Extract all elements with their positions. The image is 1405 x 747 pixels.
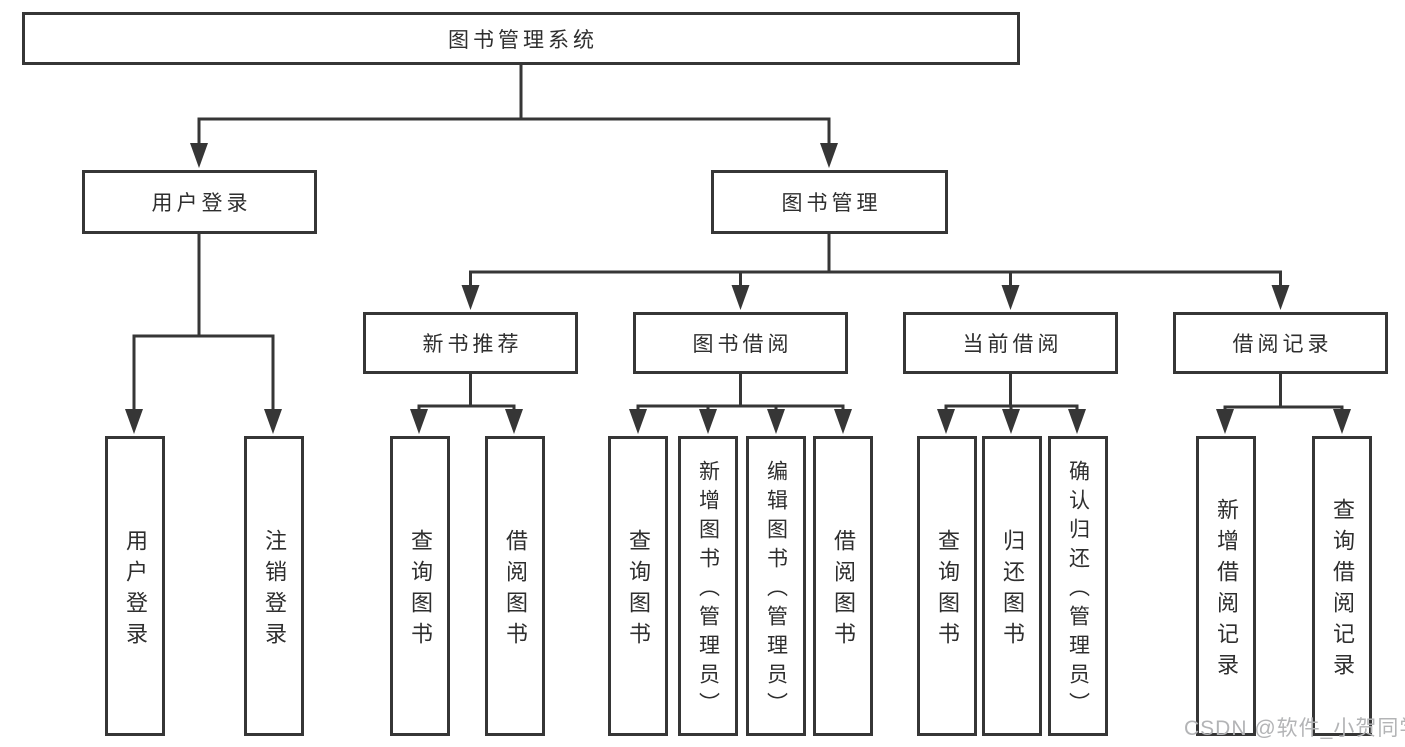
leaf-query-book-3-label: 查询图书 (935, 528, 960, 653)
leaf-confirm-return: 确认归还（管理员） (1048, 436, 1108, 736)
leaf-add-borrow-record: 新增借阅记录 (1196, 436, 1256, 736)
leaf-borrow-book-1: 借阅图书 (485, 436, 545, 736)
leaf-confirm-return-label: 确认归还（管理员） (1066, 459, 1090, 721)
arrow-down-icon (461, 285, 480, 310)
leaf-query-borrow-record-label: 查询借阅记录 (1330, 497, 1355, 684)
arrow-down-icon (1068, 409, 1086, 434)
leaf-edit-book-label: 编辑图书（管理员） (764, 459, 788, 721)
leaf-query-book-1-label: 查询图书 (408, 528, 433, 653)
node-book-management-label: 图书管理 (781, 192, 882, 215)
leaf-query-book-2: 查询图书 (608, 436, 668, 736)
leaf-user-login-label: 用户登录 (123, 528, 148, 653)
leaf-query-borrow-record: 查询借阅记录 (1312, 436, 1372, 736)
leaf-add-book: 新增图书（管理员） (678, 436, 738, 736)
leaf-return-book-label: 归还图书 (1000, 528, 1025, 653)
arrow-down-icon (1333, 409, 1351, 434)
leaf-add-book-label: 新增图书（管理员） (696, 459, 720, 721)
arrow-down-icon (731, 285, 750, 310)
arrow-down-icon (820, 143, 838, 168)
node-book-management: 图书管理 (711, 170, 948, 234)
watermark: CSDN @软件_小贺同学 (1184, 717, 1405, 740)
node-user-login-label: 用户登录 (151, 192, 252, 215)
node-borrow-records-label: 借阅记录 (1232, 333, 1333, 356)
arrow-down-icon (125, 409, 143, 434)
arrow-down-icon (1271, 285, 1290, 310)
node-root-label: 图书管理系统 (448, 28, 598, 52)
leaf-return-book: 归还图书 (982, 436, 1042, 736)
arrow-down-icon (699, 409, 717, 434)
leaf-query-book-1: 查询图书 (390, 436, 450, 736)
leaf-query-book-3: 查询图书 (917, 436, 977, 736)
node-user-login: 用户登录 (82, 170, 317, 234)
node-root: 图书管理系统 (22, 12, 1020, 65)
arrow-down-icon (834, 409, 852, 434)
leaf-borrow-book-2: 借阅图书 (813, 436, 873, 736)
leaf-borrow-book-1-label: 借阅图书 (503, 528, 528, 653)
node-current-borrow-label: 当前借阅 (962, 333, 1063, 356)
node-new-book-recommend: 新书推荐 (363, 312, 578, 374)
arrow-down-icon (1002, 409, 1020, 434)
leaf-logout: 注销登录 (244, 436, 304, 736)
leaf-query-book-2-label: 查询图书 (626, 528, 651, 653)
leaf-borrow-book-2-label: 借阅图书 (831, 528, 856, 653)
node-borrow-records: 借阅记录 (1173, 312, 1388, 374)
arrowheads (125, 143, 1351, 434)
node-book-borrow: 图书借阅 (633, 312, 848, 374)
arrow-down-icon (410, 409, 428, 434)
arrow-down-icon (937, 409, 955, 434)
arrow-down-icon (767, 409, 785, 434)
leaf-user-login: 用户登录 (105, 436, 165, 736)
arrow-down-icon (264, 409, 282, 434)
leaf-logout-label: 注销登录 (262, 528, 287, 653)
leaf-edit-book: 编辑图书（管理员） (746, 436, 806, 736)
arrow-down-icon (1216, 409, 1234, 434)
arrow-down-icon (629, 409, 647, 434)
connector-lines (132, 65, 1344, 413)
arrow-down-icon (505, 409, 523, 434)
leaf-add-borrow-record-label: 新增借阅记录 (1214, 497, 1239, 684)
arrow-down-icon (190, 143, 208, 168)
node-book-borrow-label: 图书借阅 (692, 333, 793, 356)
node-new-book-recommend-label: 新书推荐 (422, 333, 523, 356)
node-current-borrow: 当前借阅 (903, 312, 1118, 374)
arrow-down-icon (1001, 285, 1020, 310)
